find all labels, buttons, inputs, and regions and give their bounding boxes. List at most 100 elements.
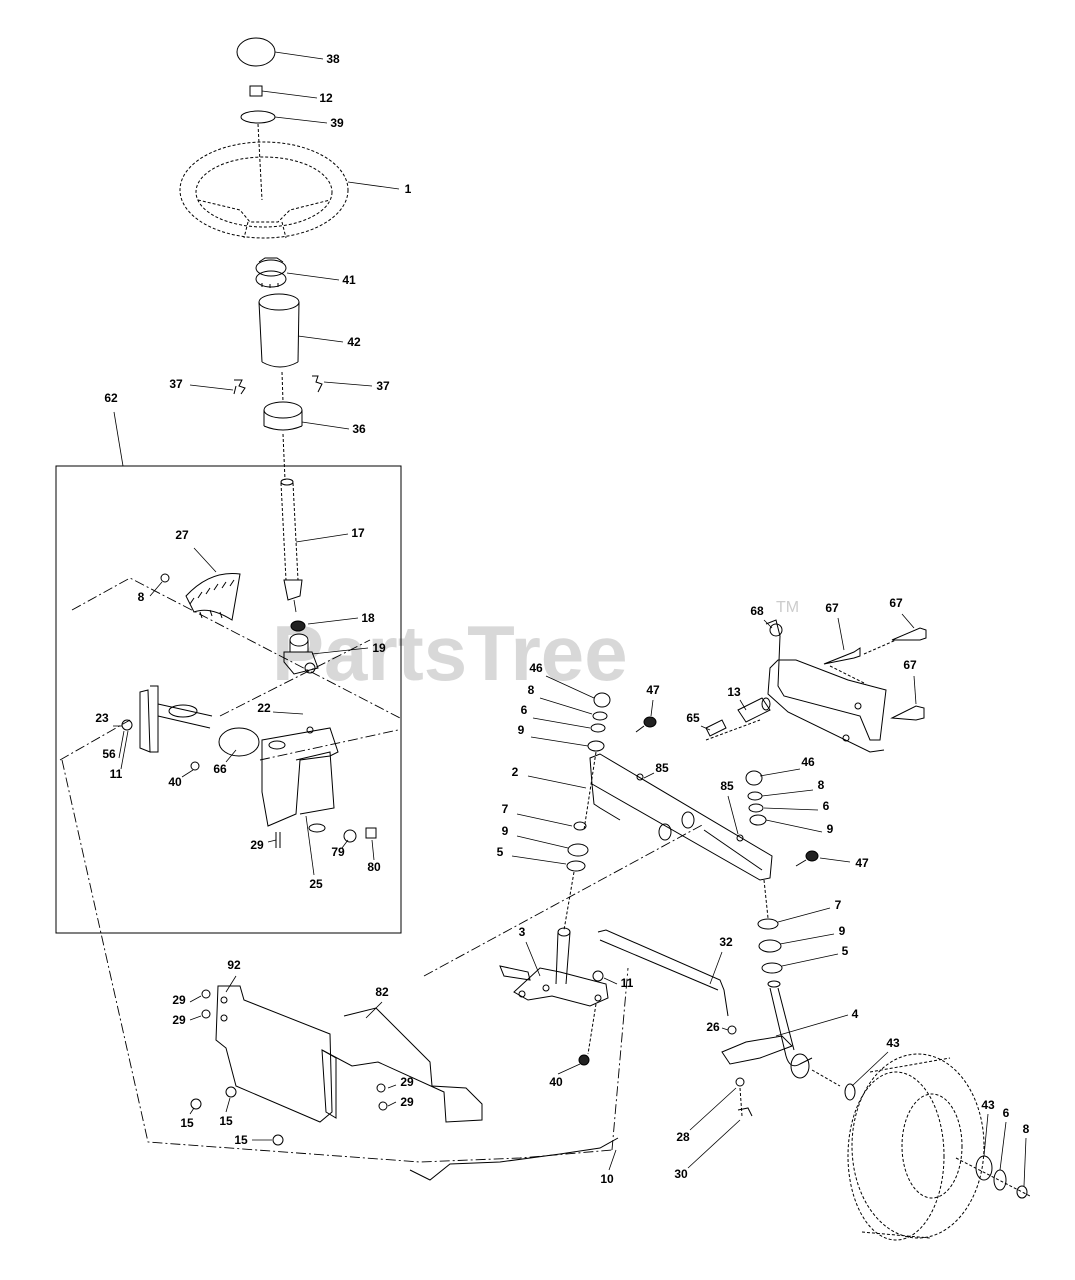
bushing-13-icon: [705, 697, 771, 737]
watermark: PartsTree TM: [272, 599, 799, 697]
callout-85: 85: [655, 761, 669, 775]
callout-47: 47: [646, 683, 660, 697]
callout-68: 68: [750, 604, 764, 618]
callout-47: 47: [855, 856, 869, 870]
callout-6: 6: [823, 799, 830, 813]
callout-36: 36: [352, 422, 366, 436]
callout-9: 9: [839, 924, 846, 938]
callout-6: 6: [1003, 1106, 1010, 1120]
callout-38: 38: [326, 52, 340, 66]
callout-15: 15: [219, 1114, 233, 1128]
wheel-icon: [847, 1053, 985, 1241]
callout-5: 5: [842, 944, 849, 958]
pivot-bracket-68-icon: [765, 619, 927, 753]
front-axle-icon: [589, 753, 773, 881]
callout-15: 15: [234, 1133, 248, 1147]
callout-9: 9: [502, 824, 509, 838]
callout-27: 27: [175, 528, 189, 542]
callout-23: 23: [95, 711, 109, 725]
callout-29: 29: [172, 993, 186, 1007]
callout-82: 82: [375, 985, 389, 999]
callout-56: 56: [102, 747, 116, 761]
callout-11: 11: [621, 976, 634, 990]
callout-6: 6: [521, 703, 528, 717]
callout-92: 92: [227, 958, 241, 972]
callout-26: 26: [706, 1020, 720, 1034]
wheel-hardware-icon: [955, 1155, 1031, 1199]
callout-80: 80: [367, 860, 381, 874]
callout-7: 7: [502, 802, 509, 816]
assembly-box: [55, 465, 402, 934]
callout-41: 41: [342, 273, 356, 287]
callout-67: 67: [889, 596, 903, 610]
callout-67: 67: [825, 601, 839, 615]
shaft-17-icon: [280, 478, 303, 613]
callout-7: 7: [835, 898, 842, 912]
callout-46: 46: [801, 755, 815, 769]
right-spindle-stack-icon: [745, 770, 819, 988]
callout-29: 29: [250, 838, 264, 852]
callout-8: 8: [1023, 1122, 1030, 1136]
callout-19: 19: [372, 641, 386, 655]
callout-10: 10: [600, 1172, 614, 1186]
left-spindle-3-icon: [499, 927, 609, 1007]
callout-28: 28: [676, 1130, 690, 1144]
callout-67: 67: [903, 658, 917, 672]
callout-29: 29: [400, 1075, 414, 1089]
clip-37-left-icon: [233, 379, 246, 395]
callout-40: 40: [549, 1075, 563, 1089]
callout-8: 8: [138, 590, 145, 604]
callout-4: 4: [852, 1007, 859, 1021]
callout-79: 79: [331, 845, 345, 859]
bushing-36-icon: [263, 401, 303, 431]
callout-37: 37: [169, 377, 183, 391]
callout-30: 30: [674, 1167, 688, 1181]
callout-15: 15: [180, 1116, 194, 1130]
callout-29: 29: [400, 1095, 414, 1109]
steering-bracket-icon: [121, 685, 377, 848]
callout-43: 43: [886, 1036, 900, 1050]
draglink-10-icon: [409, 1137, 619, 1181]
callout-12: 12: [319, 91, 333, 105]
watermark-trademark: TM: [776, 599, 799, 616]
callout-65: 65: [686, 711, 700, 725]
callout-13: 13: [727, 685, 741, 699]
callout-17: 17: [351, 526, 365, 540]
callout-32: 32: [719, 935, 733, 949]
cover-42-icon: [258, 293, 300, 368]
adapter-41-icon: [255, 257, 287, 288]
tie-rod-32-icon: [597, 929, 729, 1017]
callout-9: 9: [827, 822, 834, 836]
cap-38-icon: [236, 37, 276, 67]
callout-8: 8: [818, 778, 825, 792]
callout-9: 9: [518, 723, 525, 737]
callout-43: 43: [981, 1098, 995, 1112]
callout-29: 29: [172, 1013, 186, 1027]
clip-37-right-icon: [312, 375, 323, 393]
callout-39: 39: [330, 116, 344, 130]
callout-18: 18: [361, 611, 375, 625]
callout-37: 37: [376, 379, 390, 393]
callout-42: 42: [347, 335, 361, 349]
callout-25: 25: [309, 877, 323, 891]
left-spindle-stack-icon: [563, 692, 657, 931]
steering-wheel-icon: [179, 141, 349, 239]
front-bracket-assembly-icon: [190, 985, 483, 1146]
right-spindle-4-icon: [721, 987, 813, 1087]
washer-39-icon: [240, 110, 276, 124]
callout-62: 62: [104, 391, 118, 405]
callout-3: 3: [519, 925, 526, 939]
sector-gear-27-icon: [160, 572, 241, 621]
callout-40: 40: [168, 775, 182, 789]
nut-12-icon: [249, 85, 263, 97]
callout-85: 85: [720, 779, 734, 793]
callout-8: 8: [528, 683, 535, 697]
callout-22: 22: [257, 701, 271, 715]
callout-66: 66: [213, 762, 227, 776]
callout-5: 5: [497, 845, 504, 859]
pinion-parts-icon: [283, 620, 319, 675]
callout-11: 11: [110, 767, 123, 781]
callout-2: 2: [512, 765, 519, 779]
